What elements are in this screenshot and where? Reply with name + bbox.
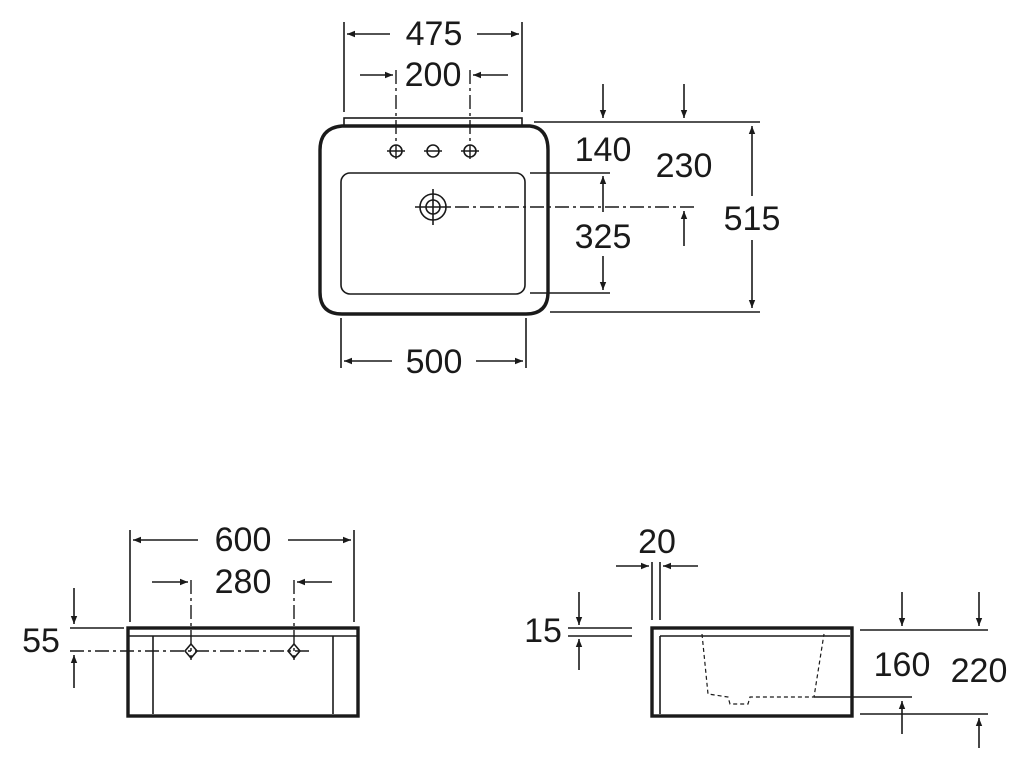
hidden-bowl-profile — [701, 633, 825, 705]
dim-hole-height: 55 — [22, 622, 60, 660]
dim-tap-spacing: 200 — [405, 56, 462, 94]
dim-rim-thickness: 20 — [638, 523, 676, 561]
dim-depth-to-taps: 140 — [575, 131, 632, 169]
dim-total-height: 220 — [951, 652, 1008, 690]
dim-edge-height: 15 — [524, 612, 562, 650]
basin-bowl — [340, 172, 526, 295]
drain-icon — [415, 189, 451, 225]
dim-depth-to-drain: 230 — [656, 147, 713, 185]
dim-bowl-height: 160 — [874, 646, 931, 684]
front-basin-outline — [126, 626, 360, 718]
dim-bowl-depth: 325 — [575, 218, 632, 256]
side-view: 20 15 160 220 — [524, 523, 1007, 748]
dim-width-bottom: 500 — [406, 343, 463, 381]
front-view: 600 280 55 — [22, 521, 360, 718]
dim-total-depth: 515 — [724, 200, 781, 238]
side-basin-outline — [650, 626, 854, 718]
dim-front-width: 600 — [215, 521, 272, 559]
dim-width-top: 475 — [406, 15, 463, 53]
dim-hole-spacing: 280 — [215, 563, 272, 601]
top-view: 475 200 140 230 325 515 500 — [318, 15, 781, 381]
tap-hole-center — [424, 144, 442, 158]
